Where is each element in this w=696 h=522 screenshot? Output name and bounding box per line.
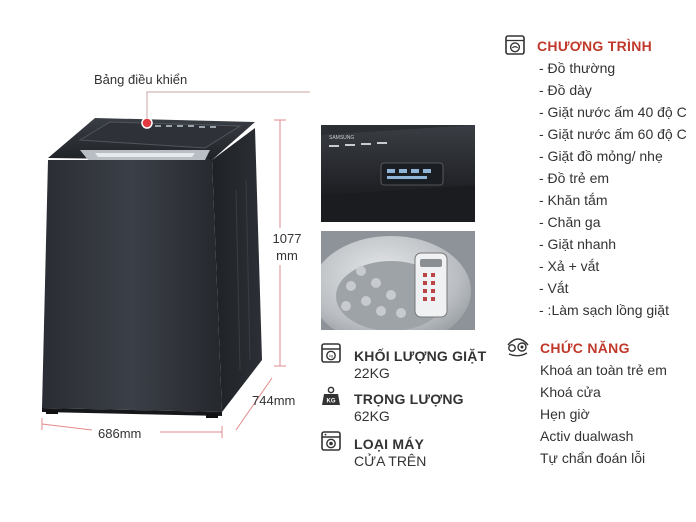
program-item: - Giặt nước ấm 60 độ C (539, 126, 687, 142)
feature-item: Khoá an toàn trẻ em (540, 362, 667, 378)
program-item: - Giặt đồ mỏng/ nhẹ (539, 148, 663, 164)
program-item: - Giặt nước ấm 40 độ C (539, 104, 687, 120)
feature-item: Activ dualwash (540, 428, 634, 444)
program-item: - Đồ trẻ em (539, 170, 610, 186)
laundry-load-icon: kg (321, 343, 341, 363)
spec-load-title: KHỐI LƯỢNG GIẶT (354, 348, 487, 364)
width-dimension: 686mm (98, 426, 142, 441)
program-item: - Chăn ga (539, 214, 601, 230)
height-dimension: 1077 mm (270, 230, 304, 264)
washing-machine-icon (321, 431, 341, 451)
program-item: - :Làm sạch lồng giặt (539, 302, 669, 318)
control-panel-label: Bảng điều khiển (94, 72, 188, 87)
feature-item: Hẹn giờ (540, 406, 590, 422)
drum-filter-photo (321, 231, 475, 330)
spec-weight-title: TRỌNG LƯỢNG (354, 391, 464, 407)
program-item: - Đồ thường (539, 60, 616, 76)
program-item: - Đồ dày (539, 82, 592, 98)
spec-load-value: 22KG (354, 365, 390, 381)
feature-item: Khoá cửa (540, 384, 601, 400)
svg-text:kg: kg (329, 354, 333, 358)
features-title: CHỨC NĂNG (540, 340, 630, 356)
weight-kg-icon: KG (322, 386, 340, 405)
washing-machine-illustration (41, 91, 310, 438)
weight-icon-text: KG (327, 398, 336, 404)
programs-list: - Đồ thường - Đồ dày - Giặt nước ấm 40 đ… (539, 57, 696, 321)
spec-type-value: CỬA TRÊN (354, 453, 427, 469)
washer-program-icon (505, 35, 525, 55)
height-unit: mm (276, 248, 298, 263)
height-value: 1077 (272, 231, 302, 246)
features-icon (507, 338, 529, 357)
panel-brand-text: SAMSUNG (329, 135, 354, 141)
features-list: Khoá an toàn trẻ em Khoá cửa Hẹn giờ Act… (540, 359, 696, 469)
program-item: - Khăn tắm (539, 192, 608, 208)
program-item: - Vắt (539, 280, 569, 296)
program-item: - Giặt nhanh (539, 236, 617, 252)
spec-weight-value: 62KG (354, 408, 390, 424)
feature-item: Tự chẩn đoán lỗi (540, 450, 646, 466)
depth-dimension: 744mm (252, 393, 296, 408)
program-item: - Xả + vắt (539, 258, 600, 274)
programs-title: CHƯƠNG TRÌNH (537, 38, 653, 54)
spec-type-title: LOẠI MÁY (354, 436, 425, 452)
control-panel-photo: SAMSUNG (321, 125, 475, 222)
